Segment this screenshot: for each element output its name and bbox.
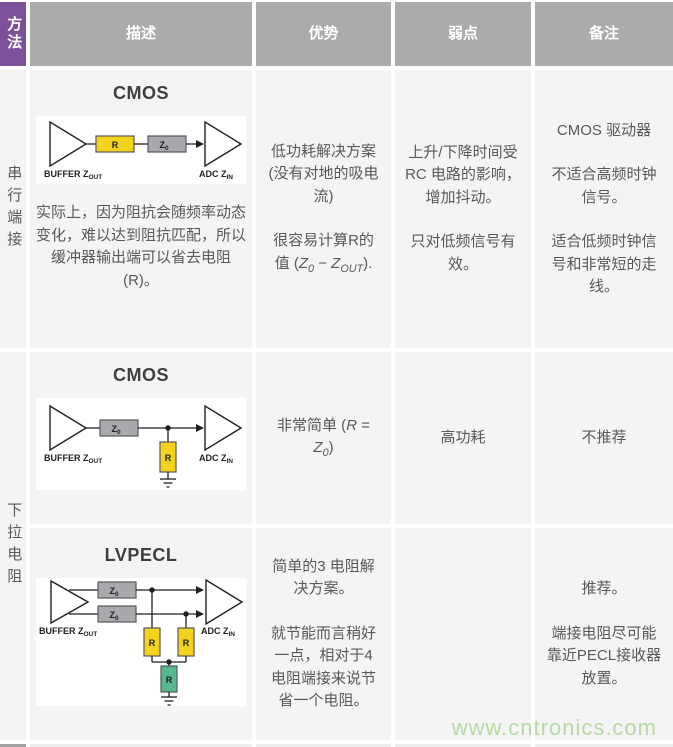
advantages-cmos-pulldown: 非常简单 (R = Z0) (256, 352, 391, 524)
svg-text:ADC ZIN: ADC ZIN (199, 169, 233, 181)
svg-text:R: R (166, 675, 173, 685)
weaknesses-series: 上升/下降时间受 RC 电路的影响，增加抖动。只对低频信号有效。 (395, 70, 531, 348)
svg-text:Z0: Z0 (109, 586, 119, 598)
circuit-type-title: CMOS (113, 365, 169, 385)
watermark-text: www.cntronics.com (451, 715, 657, 740)
notes-cmos-pulldown: 不推荐 (535, 352, 673, 524)
next-row-sliver (30, 744, 252, 747)
description-text: 实际上，因为阻抗会随频率动态变化，难以达到阻抗匹配，所以缓冲器输出端可以省去电阻… (36, 204, 247, 289)
svg-text:R: R (183, 638, 190, 648)
header-description: 描述 (30, 2, 252, 66)
notes-series: CMOS 驱动器不适合高频时钟信号。适合低频时钟信号和非常短的走线。 (535, 70, 673, 348)
notes-lvpecl: 推荐。端接电阻尽可能靠近PECL接收器放置。 (535, 528, 673, 740)
method-pulldown-resistor: 下拉电阻 (0, 352, 26, 740)
svg-text:BUFFER ZOUT: BUFFER ZOUT (44, 453, 102, 465)
weaknesses-cmos-pulldown: 高功耗 (395, 352, 531, 524)
svg-text:BUFFER ZOUT: BUFFER ZOUT (39, 626, 97, 638)
svg-text:Z0: Z0 (109, 610, 119, 622)
description-cmos-pulldown: CMOS Z0 R BUFFER ZOUT ADC ZIN (30, 352, 252, 524)
circuit-diagram-cmos-series-icon: R Z0 BUFFER ZOUT ADC ZIN (36, 116, 246, 184)
header-notes: 备注 (535, 2, 673, 66)
advantages-series: 低功耗解决方案 (没有对地的吸电流)很容易计算R的值 (Z0 − ZOUT). (256, 70, 391, 348)
description-lvpecl: LVPECL Z0 Z0 R R (30, 528, 252, 740)
svg-text:R: R (149, 638, 156, 648)
description-series: CMOS R Z0 BUFFER ZOUT ADC ZIN 实际上，因为阻抗会随… (30, 70, 252, 348)
header-method: 方法 (0, 2, 26, 66)
circuit-diagram-lvpecl-icon: Z0 Z0 R R (36, 578, 246, 706)
svg-text:BUFFER ZOUT: BUFFER ZOUT (44, 169, 102, 181)
svg-text:ADC ZIN: ADC ZIN (199, 453, 233, 465)
next-row-sliver (256, 744, 391, 747)
header-advantages: 优势 (256, 2, 391, 66)
weaknesses-lvpecl (395, 528, 531, 740)
circuit-type-title: CMOS (113, 83, 169, 103)
next-row-sliver (395, 744, 531, 747)
method-series-termination: 串行端接 (0, 70, 26, 348)
svg-text:ADC ZIN: ADC ZIN (201, 626, 235, 638)
next-row-method-sliver (0, 744, 26, 747)
advantages-lvpecl: 简单的3 电阻解决方案。就节能而言稍好一点，相对于4 电阻端接来说节省一个电阻。 (256, 528, 391, 740)
header-weaknesses: 弱点 (395, 2, 531, 66)
circuit-diagram-cmos-pulldown-icon: Z0 R BUFFER ZOUT ADC ZIN (36, 398, 246, 490)
svg-text:Z0: Z0 (159, 140, 169, 152)
circuit-type-title: LVPECL (104, 545, 178, 565)
next-row-sliver (535, 744, 673, 747)
svg-text:Z0: Z0 (111, 424, 121, 436)
svg-text:R: R (112, 140, 119, 150)
svg-text:R: R (165, 453, 172, 463)
